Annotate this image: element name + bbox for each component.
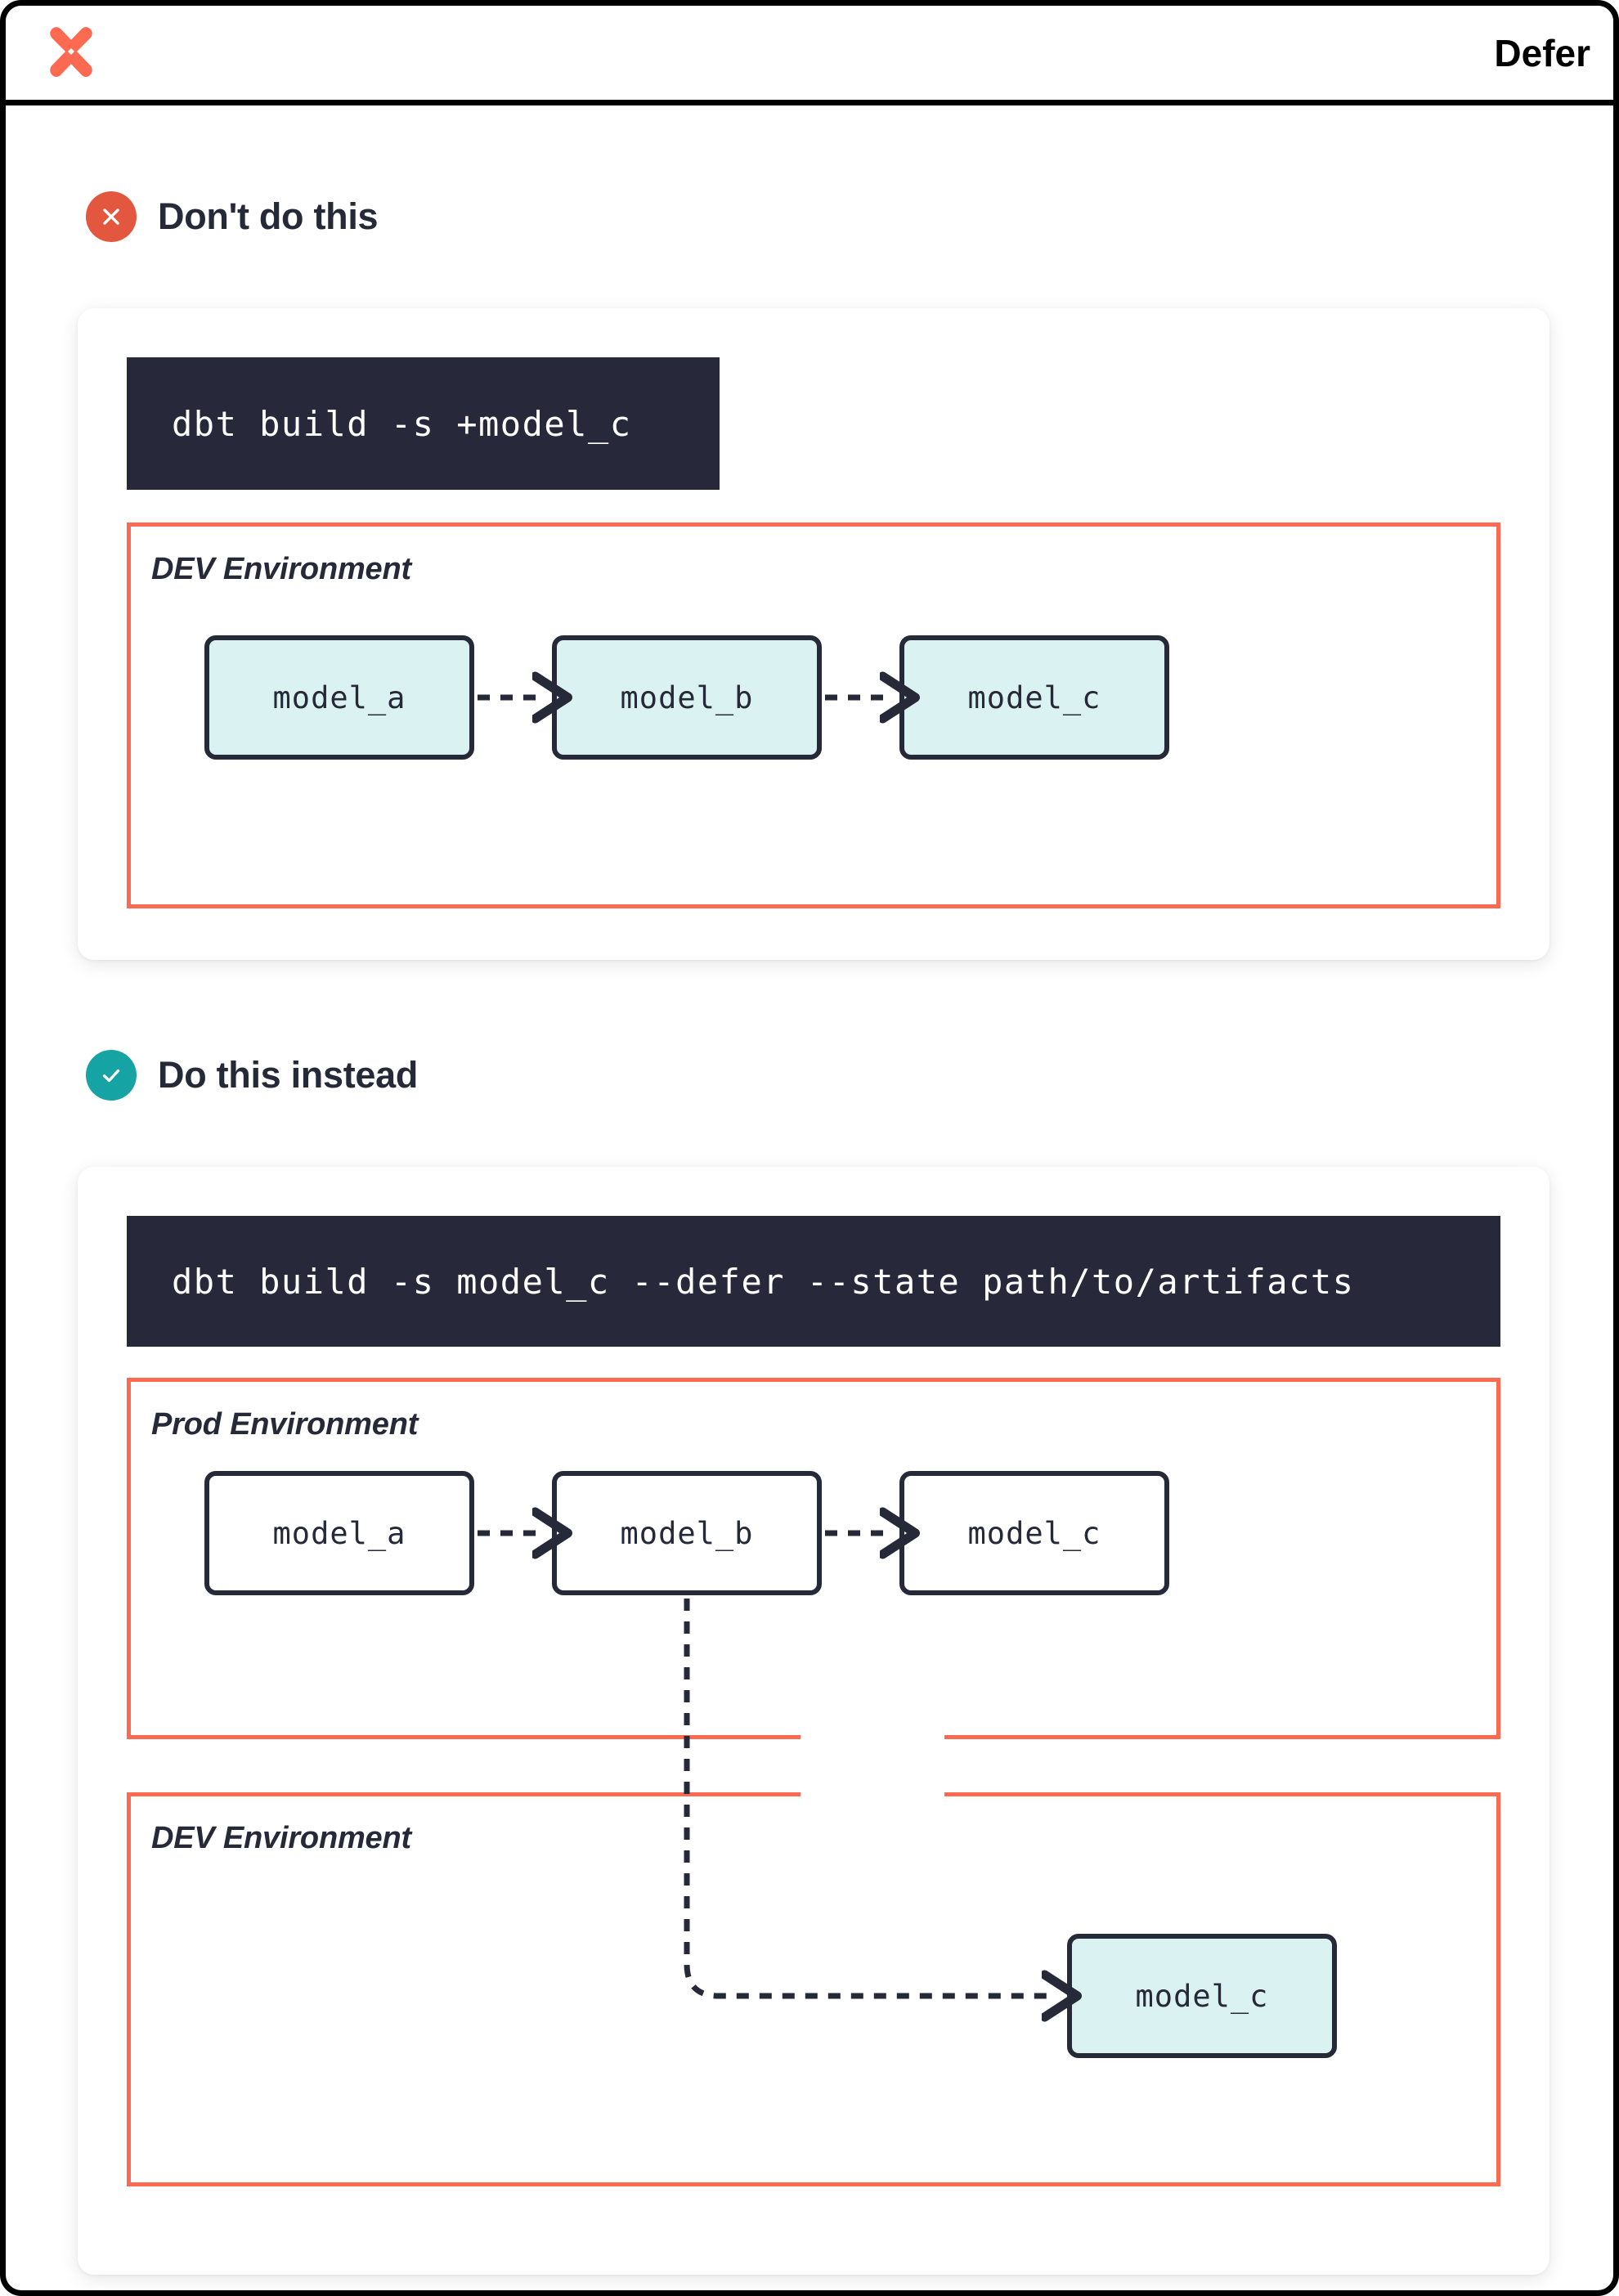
command-block-dont: dbt build -s +model_c [127,357,720,490]
environment-box-dev-2 [127,1792,1500,2186]
environment-edge-dev-right [944,1792,1500,1796]
model-node-prod-model-c: model_c [899,1471,1169,1595]
environment-box-prod [127,1378,1500,1739]
page-header: Defer [6,6,1613,105]
dbt-logo-icon [50,26,92,77]
section-title-do: Do this instead [158,1054,419,1096]
model-node-model-a: model_a [204,635,474,760]
x-circle-icon [86,191,137,242]
card-dont: dbt build -s +model_c DEV Environment mo… [78,308,1549,960]
environment-label-dev-2: DEV Environment [151,1821,411,1855]
model-node-prod-model-a: model_a [204,1471,474,1595]
environment-edge-prod-right [944,1735,1500,1739]
model-node-dev-model-c: model_c [1067,1934,1337,2058]
section-header-dont: Don't do this [86,191,379,242]
command-block-do: dbt build -s model_c --defer --state pat… [127,1216,1500,1347]
card-do: dbt build -s model_c --defer --state pat… [78,1167,1549,2275]
check-circle-icon [86,1050,137,1101]
section-title-dont: Don't do this [158,195,379,237]
environment-box-dev-1 [127,522,1500,908]
environment-edge-prod-left [127,1735,801,1739]
model-node-model-c: model_c [899,635,1169,760]
section-header-do: Do this instead [86,1050,418,1101]
page-title: Defer [1494,31,1590,74]
model-node-prod-model-b: model_b [552,1471,822,1595]
environment-label-prod: Prod Environment [151,1407,419,1442]
environment-edge-dev-left [127,1792,801,1796]
environment-label-dev-1: DEV Environment [151,552,411,586]
model-node-model-b: model_b [552,635,822,760]
